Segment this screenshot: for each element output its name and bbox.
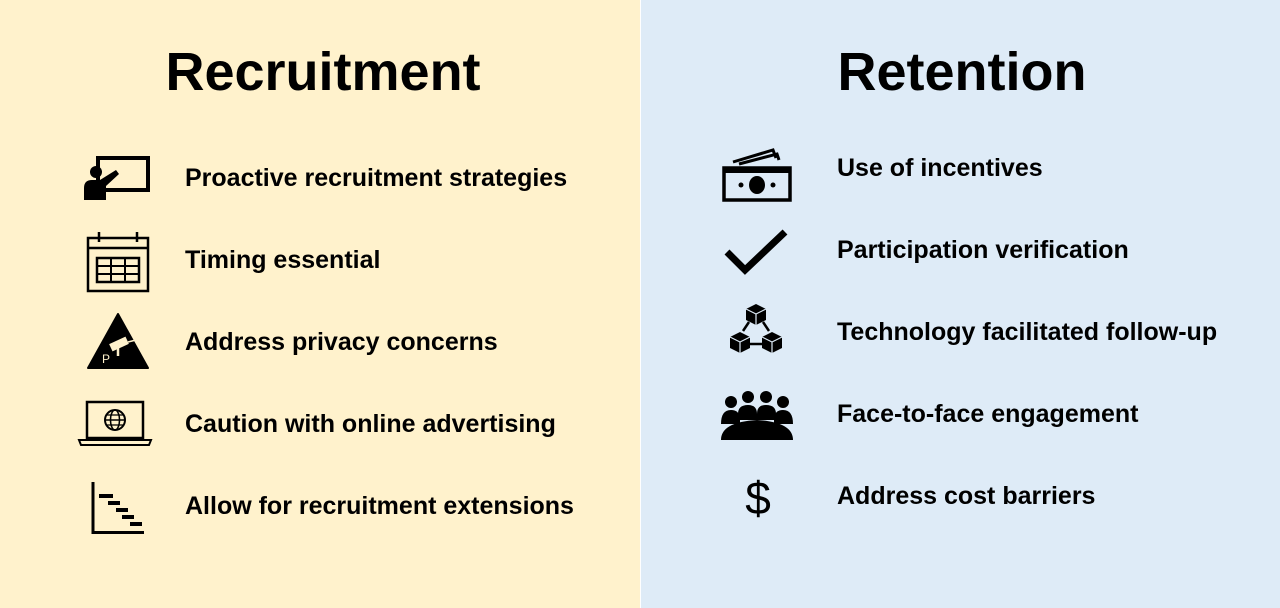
retention-label-incentives: Use of incentives: [837, 154, 1043, 182]
recruitment-item-extensions: Allow for recruitment extensions: [0, 472, 640, 542]
svg-text:$: $: [745, 474, 771, 520]
panel-divider: [640, 0, 641, 608]
retention-label-face-to-face: Face-to-face engagement: [837, 400, 1139, 428]
recruitment-item-privacy: P Address privacy concerns: [0, 308, 640, 378]
retention-item-verification: Participation verification: [641, 216, 1280, 286]
laptop-globe-icon: [77, 400, 153, 446]
recruitment-panel: Recruitment Proactive recruitment strate…: [0, 0, 640, 608]
retention-title: Retention: [837, 42, 1087, 102]
retention-item-incentives: Use of incentives: [641, 134, 1280, 204]
privacy-camera-warning-icon: P: [87, 313, 149, 369]
retention-item-face-to-face: Face-to-face engagement: [641, 380, 1280, 450]
retention-label-verification: Participation verification: [837, 236, 1129, 264]
recruitment-item-online: Caution with online advertising: [0, 390, 640, 460]
svg-text:P: P: [102, 352, 110, 366]
retention-panel: Retention Use of incentives Participatio…: [641, 0, 1280, 608]
gantt-chart-icon: [91, 482, 144, 534]
retention-item-cost: $ Address cost barriers: [641, 462, 1280, 532]
retention-label-technology: Technology facilitated follow-up: [837, 318, 1218, 346]
money-bill-icon: [722, 148, 792, 202]
presenter-board-icon: [84, 156, 150, 200]
calendar-icon: [86, 232, 150, 293]
recruitment-label-timing: Timing essential: [185, 246, 381, 274]
group-meeting-icon: [721, 391, 793, 440]
retention-item-technology: Technology facilitated follow-up: [641, 298, 1280, 368]
retention-label-cost: Address cost barriers: [837, 482, 1096, 510]
recruitment-label-proactive: Proactive recruitment strategies: [185, 164, 568, 192]
recruitment-item-proactive: Proactive recruitment strategies: [0, 144, 640, 214]
recruitment-label-online: Caution with online advertising: [185, 410, 556, 438]
recruitment-label-privacy: Address privacy concerns: [185, 328, 498, 356]
recruitment-label-extensions: Allow for recruitment extensions: [185, 492, 574, 520]
blockchain-cubes-icon: [729, 304, 783, 353]
recruitment-item-timing: Timing essential: [0, 226, 640, 296]
checkmark-icon: [724, 229, 788, 275]
dollar-sign-icon: $: [745, 474, 771, 520]
recruitment-title: Recruitment: [165, 42, 481, 102]
